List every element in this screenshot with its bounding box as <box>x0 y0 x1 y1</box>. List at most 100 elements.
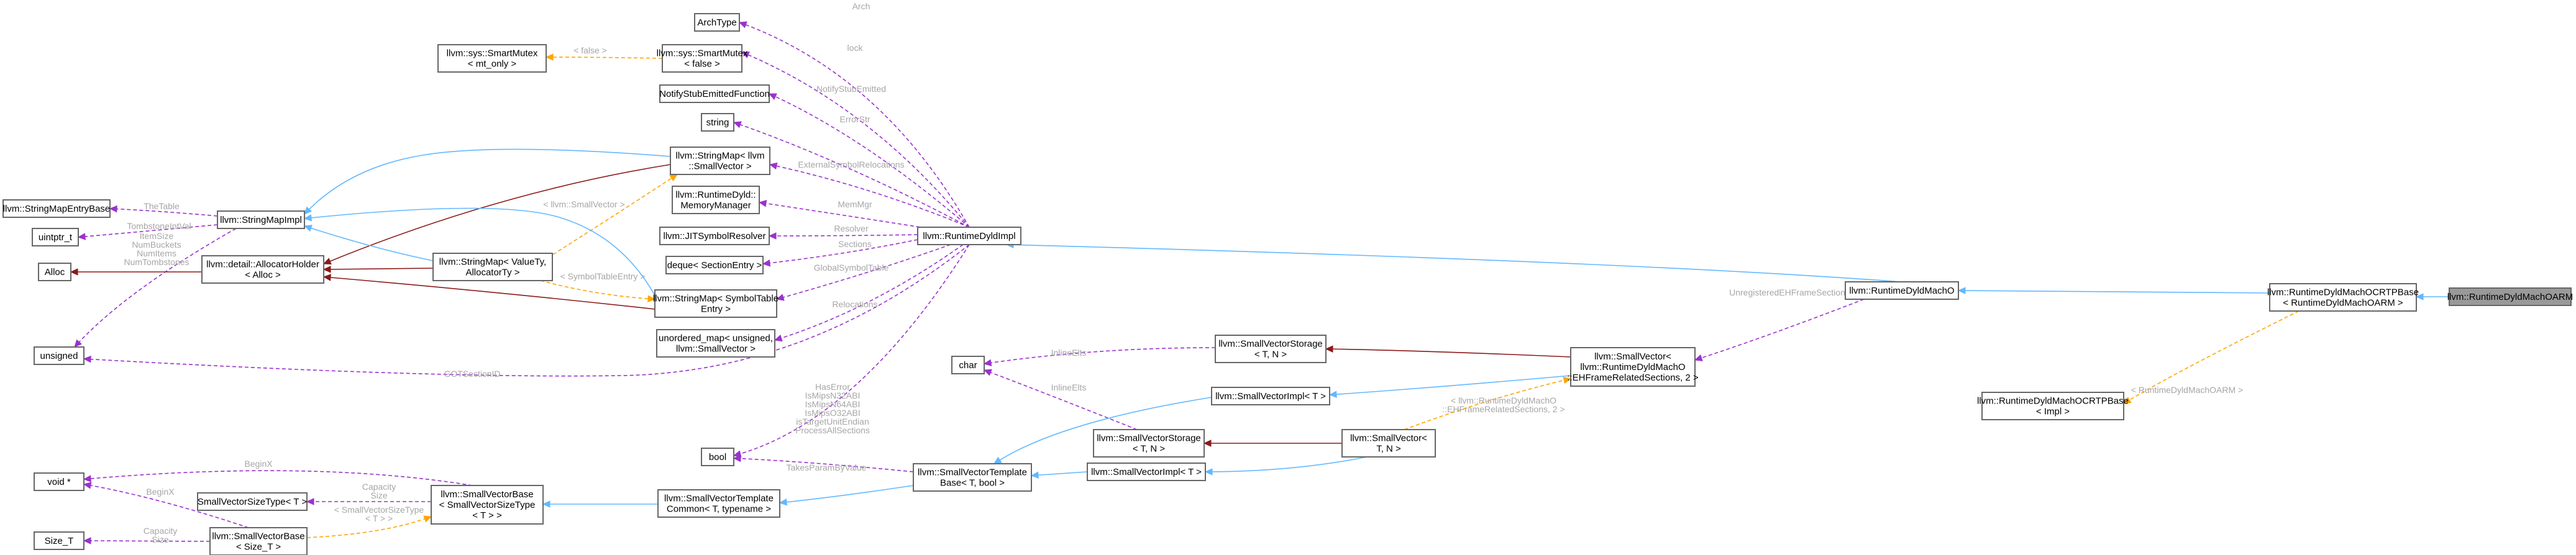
class-node-label: < T > > <box>472 510 502 521</box>
class-node-label: unsigned <box>40 351 78 361</box>
edge-label-line: < RuntimeDyldMachOARM > <box>2131 385 2244 395</box>
class-node-label: void * <box>47 477 71 487</box>
class-node-unordered-map[interactable]: unordered_map< unsigned,llvm::SmallVecto… <box>656 329 775 358</box>
edge-inherits <box>303 207 655 296</box>
class-node-label: llvm::SmallVectorStorage <box>1097 433 1201 444</box>
class-node-char[interactable]: char <box>951 356 985 374</box>
edge-arrowhead <box>322 266 331 273</box>
class-node-label: unordered_map< unsigned, <box>659 333 773 344</box>
edge-composition <box>322 266 434 273</box>
edge-template: < RuntimeDyldMachOARM > <box>2122 310 2300 404</box>
edge-line <box>546 56 663 59</box>
edge-uses: BeginX <box>83 482 249 528</box>
class-node-crtpbase-arm[interactable]: llvm::RuntimeDyldMachOCRTPBase< RuntimeD… <box>2267 283 2419 312</box>
edge-label-line: ProcessAllSections <box>795 425 870 435</box>
edge-label-line: TakesParamByValue <box>787 463 867 472</box>
class-node-runtimedyldmacho[interactable]: llvm::RuntimeDyldMachO <box>1845 281 1959 300</box>
edge-composition <box>1203 440 1342 447</box>
edge-line <box>306 516 432 538</box>
class-node-box <box>1845 281 1959 300</box>
class-node-svimpl-t-top[interactable]: llvm::SmallVectorImpl< T > <box>1211 387 1330 405</box>
edge-arrowhead <box>322 274 331 281</box>
edge-template: < llvm::RuntimeDyldMachO::EHFrameRelated… <box>1404 377 1572 430</box>
class-node-deque[interactable]: deque< SectionEntry > <box>665 256 764 274</box>
class-node-void-ptr[interactable]: void * <box>34 472 84 491</box>
edge-arrowhead <box>768 93 777 101</box>
class-node-label: < T, N > <box>1254 350 1287 360</box>
class-node-svstorage-mid[interactable]: llvm::SmallVectorStorage< T, N > <box>1093 429 1205 458</box>
edge-label: < false > <box>573 45 607 55</box>
class-node-box <box>672 186 760 214</box>
class-node-bool[interactable]: bool <box>701 448 734 466</box>
edge-line <box>993 397 1212 464</box>
class-node-machoarm[interactable]: llvm::RuntimeDyldMachOARM <box>2447 287 2574 306</box>
class-node-box <box>1981 392 2124 420</box>
class-node-svbase-sizetype[interactable]: llvm::SmallVectorBase< SmallVectorSizeTy… <box>431 485 544 525</box>
class-node-smartmutex-false[interactable]: llvm::sys::SmartMutex< false > <box>657 44 748 73</box>
edge-line <box>83 470 473 486</box>
class-node-box <box>432 253 553 281</box>
class-node-size-t[interactable]: Size_T <box>34 531 84 550</box>
class-node-label: Alloc <box>45 267 65 278</box>
edge-arrowhead <box>775 294 785 301</box>
class-node-allocatorholder[interactable]: llvm::detail::AllocatorHolder< Alloc > <box>201 255 324 284</box>
class-node-label: llvm::SmallVectorImpl< T > <box>1091 467 1202 477</box>
class-node-alloc[interactable]: Alloc <box>38 263 71 281</box>
class-node-unsigned[interactable]: unsigned <box>34 346 84 365</box>
class-node-smallvector-tn[interactable]: llvm::SmallVector<T, N > <box>1341 429 1436 458</box>
edge-line <box>304 148 671 215</box>
class-node-runtimedyldimpl[interactable]: llvm::RuntimeDyldImpl <box>917 227 1021 245</box>
class-node-label: AllocatorTy > <box>465 268 519 278</box>
class-node-uintptr[interactable]: uintptr_t <box>32 228 79 246</box>
class-node-svstorage-eh[interactable]: llvm::SmallVectorStorage< T, N > <box>1215 335 1327 363</box>
class-node-label: llvm::RuntimeDyldMachOCRTPBase <box>2267 287 2419 298</box>
class-node-string[interactable]: string <box>701 113 734 132</box>
edge-label-line: < SymbolTableEntry > <box>560 271 646 281</box>
edge-composition <box>70 268 202 276</box>
edge-arrowhead <box>669 174 678 182</box>
edge-template: < llvm::SmallVector > <box>543 174 678 255</box>
edge-label-line: NumBuckets <box>132 240 181 250</box>
class-node-box <box>1087 463 1206 481</box>
class-node-notifystub[interactable]: NotifyStubEmittedFunction <box>659 84 770 103</box>
edge-arrowhead <box>423 515 432 523</box>
edge-label-line: < SmallVectorSizeType <box>334 505 424 515</box>
edge-uses: GlobalSymbolTable <box>775 244 951 301</box>
edge-label-line: BeginX <box>146 487 175 497</box>
class-node-box <box>34 472 84 491</box>
class-node-box <box>32 228 79 246</box>
class-node-stringmap-symboltable[interactable]: llvm::StringMap< SymbolTableEntry > <box>653 289 779 318</box>
edge-arrowhead <box>74 339 82 348</box>
edge-label-line: IsMipsO32ABI <box>805 408 860 418</box>
class-node-svimpl-t-bottom[interactable]: llvm::SmallVectorImpl< T > <box>1087 463 1206 481</box>
edge-arrowhead <box>779 499 788 506</box>
class-node-crtpbase-impl[interactable]: llvm::RuntimeDyldMachOCRTPBase< Impl > <box>1977 392 2129 420</box>
class-node-label: < Alloc > <box>245 270 281 281</box>
class-node-jitsymbolresolver[interactable]: llvm::JITSymbolResolver <box>659 227 770 245</box>
class-node-archtype[interactable]: ArchType <box>694 13 740 32</box>
class-node-stringmap-smallvector[interactable]: llvm::StringMap< llvm::SmallVector > <box>670 147 770 175</box>
edge-label: < SymbolTableEntry > <box>560 271 646 281</box>
edge-arrowhead <box>303 214 313 222</box>
edge-arrowhead <box>768 232 777 240</box>
class-node-svbase-size-t[interactable]: llvm::SmallVectorBase< Size_T > <box>209 527 308 555</box>
edge-arrowhead <box>1957 287 1966 294</box>
edge-line <box>1325 348 1571 358</box>
edge-arrowhead <box>762 259 771 267</box>
class-node-svsizetype[interactable]: SmallVectorSizeType< T > <box>197 492 308 511</box>
edge-label-line: < llvm::SmallVector > <box>543 199 625 209</box>
class-node-label: MemoryManager <box>680 201 751 211</box>
edge-line <box>733 244 970 456</box>
edge-uses: Relocations <box>774 244 964 342</box>
class-node-stringmapimpl[interactable]: llvm::StringMapImpl <box>217 210 305 229</box>
class-node-smartmutex-mt[interactable]: llvm::sys::SmartMutex< mt_only > <box>437 44 547 73</box>
edge-line <box>984 347 1216 364</box>
class-node-label: llvm::detail::AllocatorHolder <box>206 259 319 270</box>
class-node-memorymanager[interactable]: llvm::RuntimeDyld::MemoryManager <box>672 186 760 214</box>
class-node-smallvector-eh[interactable]: llvm::SmallVector<llvm::RuntimeDyldMachO… <box>1567 347 1699 387</box>
class-node-stringmap-valuety[interactable]: llvm::StringMap< ValueTy,AllocatorTy > <box>432 253 553 281</box>
class-node-stringmapentrybase[interactable]: llvm::StringMapEntryBase <box>2 199 111 218</box>
